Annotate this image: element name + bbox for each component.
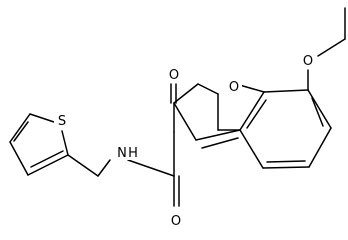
bond	[9, 113, 31, 143]
amide-oxygen-label: O	[171, 214, 181, 229]
thiophene-sulfur-label: S	[58, 114, 66, 129]
bond	[67, 154, 99, 177]
bond	[195, 129, 241, 141]
bond-inner	[30, 150, 64, 168]
bond	[27, 154, 69, 176]
amide-group	[67, 102, 180, 207]
ring-oxygen-label: O	[229, 80, 239, 95]
atom-labels: O O O N H O S	[54, 52, 316, 229]
ethoxy-group	[307, 7, 346, 91]
bond	[127, 159, 175, 177]
bond	[262, 166, 310, 169]
bond	[263, 89, 309, 93]
bond	[97, 159, 111, 177]
ether-oxygen-label: O	[303, 54, 313, 69]
bond-inner	[246, 99, 267, 129]
bond	[173, 83, 199, 104]
lactone-carbonyl	[170, 83, 177, 104]
bond-inner	[266, 160, 306, 163]
thiophene-ring	[9, 113, 69, 176]
bond	[197, 83, 219, 95]
bond	[317, 38, 346, 57]
bond	[308, 127, 332, 168]
benzene-ring	[239, 89, 332, 169]
bond-inner	[13, 121, 29, 142]
bond	[9, 141, 29, 176]
bond	[173, 102, 197, 141]
bond	[307, 89, 332, 129]
bond-inner	[311, 97, 324, 127]
bond	[239, 129, 264, 169]
chemical-structure: O O O N H O S	[9, 7, 346, 229]
pyranone-ring	[173, 83, 265, 149]
bond	[239, 91, 265, 131]
lactone-oxygen-label: O	[169, 68, 179, 83]
bond	[61, 130, 69, 156]
bond	[29, 113, 55, 123]
amide-hydrogen-label: H	[128, 146, 138, 161]
bond-inner	[201, 137, 239, 149]
amide-nitrogen-label: N	[117, 146, 127, 161]
